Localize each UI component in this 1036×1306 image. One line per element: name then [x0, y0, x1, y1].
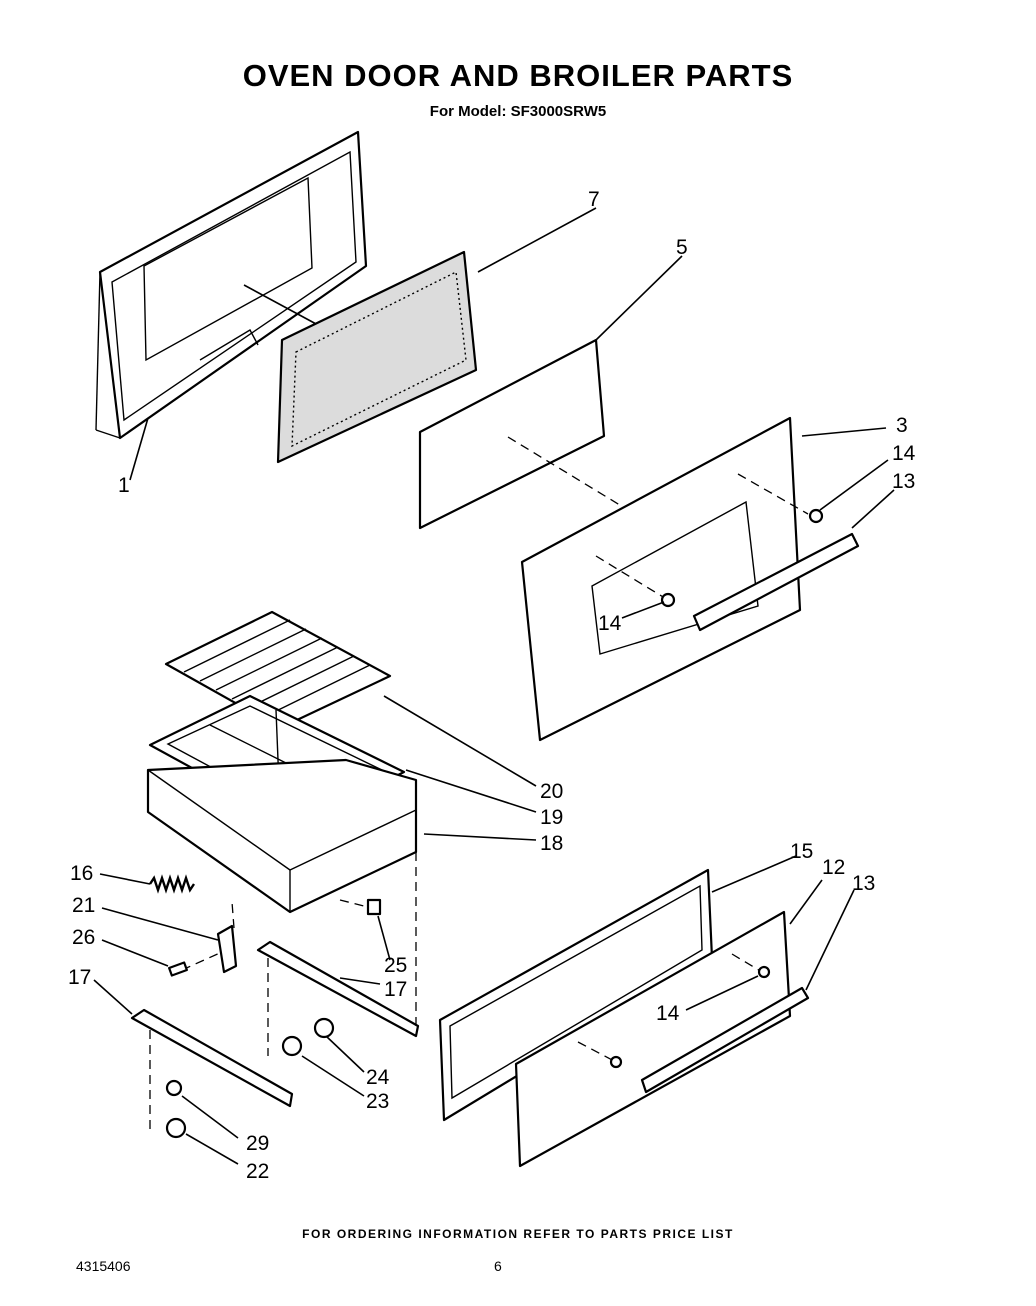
callout-22: 22: [246, 1160, 269, 1183]
leader-line: [507, 436, 629, 511]
callout-12: 12: [822, 856, 845, 879]
leader-line: [339, 899, 373, 909]
drawer-slide-rail-part: [256, 940, 420, 1038]
callout-19: 19: [540, 806, 563, 829]
page-title: OVEN DOOR AND BROILER PARTS: [242, 58, 794, 93]
callout-17-left: 17: [68, 966, 91, 989]
callout-13-upper: 13: [892, 470, 915, 493]
leader-line: [181, 951, 223, 971]
callout-18: 18: [540, 832, 563, 855]
leader-line: [231, 901, 235, 929]
callout-14-middle: 14: [598, 612, 622, 635]
callout-7: 7: [588, 188, 600, 211]
callout-14-lower: 14: [656, 1002, 680, 1025]
callout-29: 29: [246, 1132, 269, 1155]
roller-part: [165, 1117, 187, 1139]
document-number: 4315406: [76, 1258, 131, 1274]
leader-line: [737, 473, 809, 515]
lower-outer-panel-part: [514, 910, 810, 1168]
drawer-slide-rail-part: [130, 1008, 294, 1108]
callout-26: 26: [72, 926, 95, 949]
callout-20: 20: [540, 780, 563, 803]
roller-part: [313, 1017, 335, 1039]
broiler-grid-part: [164, 610, 392, 730]
ordering-info-note: FOR ORDERING INFORMATION REFER TO PARTS …: [302, 1227, 734, 1241]
bumper-part: [609, 1055, 623, 1069]
leader-line: [731, 953, 763, 973]
door-liner-panel-part: [418, 338, 606, 530]
leader-line: [577, 1041, 617, 1063]
callout-1: 1: [118, 474, 130, 497]
broiler-drawer-part: [146, 758, 418, 914]
bumper-part: [757, 965, 771, 979]
model-subtitle: For Model: SF3000SRW5: [429, 103, 607, 120]
screw-part: [366, 898, 382, 916]
callout-14-upper: 14: [892, 442, 916, 465]
callout-23: 23: [366, 1090, 389, 1113]
door-bumper-part: [808, 508, 824, 524]
nut-part: [165, 1079, 183, 1097]
insulation-part: [276, 250, 478, 464]
callout-25: 25: [384, 954, 407, 977]
callout-13-lower: 13: [852, 872, 875, 895]
callout-16: 16: [70, 862, 93, 885]
screw-part: [168, 961, 188, 977]
leader-line: [243, 284, 319, 326]
callout-24: 24: [366, 1066, 390, 1089]
callout-15: 15: [790, 840, 813, 863]
door-bumper-part: [660, 592, 676, 608]
page-number: 6: [494, 1258, 502, 1274]
callout-leaders: [93, 207, 895, 1165]
roller-part: [281, 1035, 303, 1057]
outer-door-part: [520, 416, 860, 742]
latch-part: [216, 924, 238, 974]
callout-5: 5: [676, 236, 688, 259]
callout-3: 3: [896, 414, 908, 437]
callout-17-right: 17: [384, 978, 407, 1001]
inner-door-frame-part: [95, 130, 368, 440]
callout-21: 21: [72, 894, 95, 917]
spring-part: [149, 874, 195, 894]
